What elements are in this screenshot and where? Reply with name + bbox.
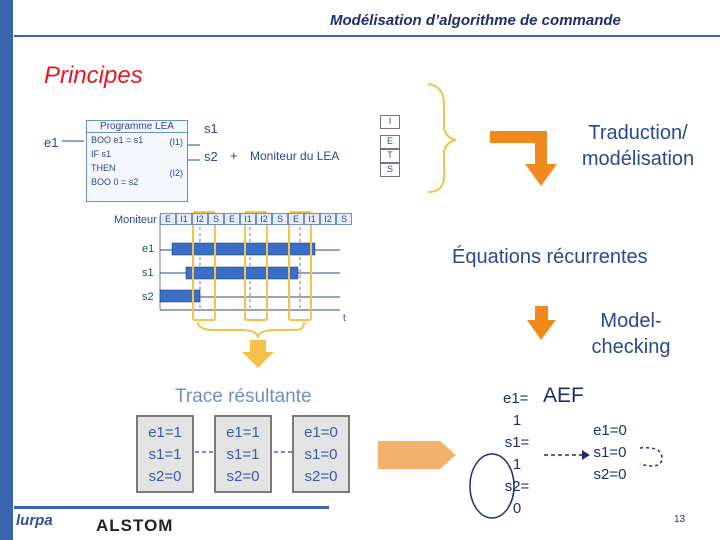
phase-cell: E [288,213,304,225]
phase-cell: E [224,213,240,225]
phase-cell: I2 [256,213,272,225]
trace-s2: s2=0 [148,468,182,485]
aef-state-1-line: s1= [504,434,530,451]
trace-e1: e1=1 [226,424,260,441]
trace-e1: e1=1 [148,424,182,441]
slide-title: Principes [44,62,143,89]
phase-cell: S [336,213,352,225]
trace-state-2: e1=1 s1=1 s2=0 [214,415,272,493]
phase-cell: I2 [320,213,336,225]
cycle-letter-s: S [380,163,400,177]
aef-state-1: 1 s1= 1 s2= 0 [494,410,540,520]
program-input-e1: e1 [44,135,59,150]
cycle-column: I E T S [380,115,400,177]
model-checking-label: Model-checking [591,310,671,358]
model-checking-arrow [527,306,556,340]
plus-sign: + [230,148,238,163]
program-output-s2: s2 [204,149,218,164]
aef-state-2-line: e1=0 [593,422,627,439]
program-arrows [62,140,200,161]
program-output-s1: s1 [204,121,218,136]
trace-s1: s1=1 [148,446,182,463]
phase-cell: E [160,213,176,225]
traduction-arrow [490,131,557,186]
trace-e1: e1=0 [304,424,338,441]
program-lea-figure: e1 Programme LEA BOO e1 = s1 IF s1 THEN … [40,115,410,205]
trace-title: Trace résultante [175,386,312,407]
cycle-letter-t: T [380,149,400,163]
signal-label-e1: e1 [142,243,155,255]
phase-cell: I1 [240,213,256,225]
trace-down-arrow [242,340,274,368]
program-box-title: Programme LEA [87,121,187,133]
brace-right [427,83,457,193]
program-box: Programme LEA BOO e1 = s1 IF s1 THEN BOO… [86,120,188,202]
trace-s1: s1=1 [226,446,260,463]
aef-state-1-line: 0 [512,500,522,517]
program-tag-i2: (I2) [169,168,184,178]
aef-state-2-line: s1=0 [593,444,627,461]
timing-phases: E I1 I2 S E I1 I2 S E I1 I2 S [160,213,352,225]
trace-s2: s2=0 [304,468,338,485]
trace-brackets [192,211,312,339]
page-number: 13 [674,514,686,525]
aef-state-2: e1=0 s1=0 s2=0 [582,420,638,486]
program-line-1: BOO e1 = s1 [91,135,144,145]
lurpa-logo: lurpa [16,512,53,529]
trace-s2: s2=0 [226,468,260,485]
left-accent-bar [0,0,13,540]
aef-state-1-line: 1 [512,412,522,429]
phase-cell: S [272,213,288,225]
signal-label-s2: s2 [142,291,154,303]
aef-graph [469,446,663,519]
aef-state-1-loop [469,453,515,519]
program-line-4: BOO 0 = s2 [91,177,139,187]
aef-state-1-line: s2= [504,478,530,495]
program-line-3: THEN [91,163,116,173]
signal-label-s1: s1 [142,267,154,279]
footer-divider [14,506,329,509]
phase-cell: S [208,213,224,225]
program-tag-i1: (I1) [169,137,184,147]
trace-state-3: e1=0 s1=0 s2=0 [292,415,350,493]
aef-label: AEF [543,384,584,407]
signal-bars [159,242,316,303]
time-axis-label: t [343,313,346,324]
program-line-2: IF s1 [91,149,112,159]
aef-prefix: e1= [503,390,529,407]
slide-header: Modélisation d’algorithme de commande [330,12,621,29]
phase-cell: I2 [192,213,208,225]
cycle-letter-i: I [380,115,400,129]
aef-state-2-line: s2=0 [593,466,627,483]
equations-label: Équations récurrentes [452,246,648,268]
trace-to-aef-arrow [378,441,456,469]
timing-diagram [159,215,340,311]
phase-cell: I1 [176,213,192,225]
alstom-logo: ALSTOM [96,516,174,535]
aef-state-1-line: 1 [512,456,522,473]
timing-moniteur-label: Moniteur [114,214,157,226]
moniteur-lea-label: Moniteur du LEA [250,149,340,163]
traduction-label: Traduction/ modélisation [581,122,695,170]
cycle-letter-e: E [380,135,400,149]
trace-s1: s1=0 [304,446,338,463]
header-divider [14,35,720,37]
trace-state-1: e1=1 s1=1 s2=0 [136,415,194,493]
phase-cell: I1 [304,213,320,225]
